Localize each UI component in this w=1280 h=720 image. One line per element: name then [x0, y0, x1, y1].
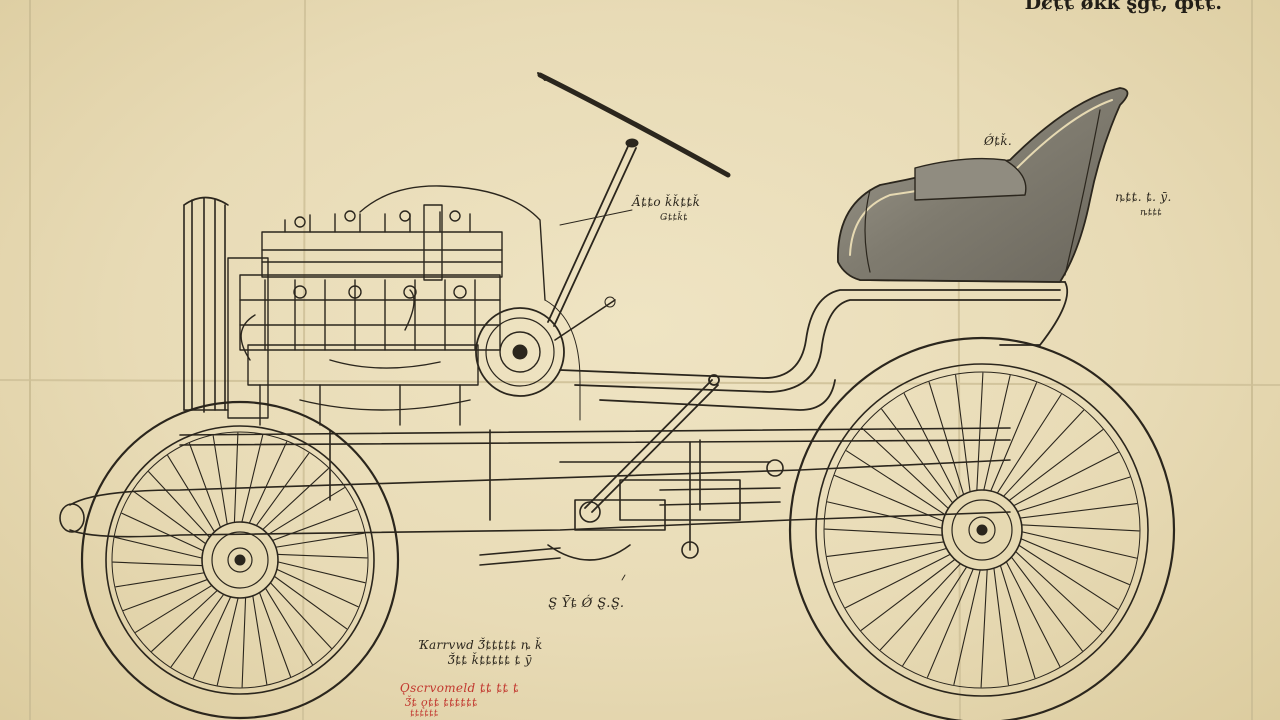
front-wheel-spoke [233, 432, 239, 532]
engine-block [227, 185, 546, 426]
sheet-title: Dȼȶȶ ǿǩǩ ȿgȶ, ȹȶȶ. [1024, 0, 1222, 14]
front-wheel-spoke [148, 471, 216, 544]
rear-wheel-spoke [861, 427, 955, 515]
rear-wheel-spokes [824, 372, 1140, 688]
rear-wheel-spoke [955, 374, 972, 501]
front-wheel-spoke [250, 587, 268, 685]
front-wheel-spoke [135, 580, 220, 633]
rear-wheel [788, 336, 1176, 720]
rear-wheel-spoke [1012, 523, 1140, 532]
rear-wheel-spoke [845, 450, 953, 520]
rear-wheel-spoke [834, 474, 952, 525]
front-wheel-spoke [192, 588, 235, 679]
front-wheel-spoke [132, 490, 213, 550]
rear-wheel-spoke [902, 559, 972, 667]
front-wheel-spoke [256, 468, 329, 536]
front-wheel-spoke [115, 570, 213, 588]
front-wheel-spoke [212, 435, 230, 533]
seat-label: Ǿȶǩ. [984, 134, 1013, 148]
front-wheel-spoke [267, 532, 365, 550]
rear-wheel-spoke [881, 408, 959, 510]
rear-wheel-spoke [1002, 553, 1061, 667]
rear-wheel-spoke [981, 374, 1011, 499]
rear-wheel-spoke [824, 528, 952, 537]
front-wheel-spoke [170, 587, 230, 668]
rear-wheel-spoke [926, 560, 977, 678]
front-wheel-spoke [260, 580, 313, 665]
car-body [559, 279, 1069, 411]
rear-wheel-spoke [997, 557, 1036, 679]
rear-wheel-spoke [992, 559, 1009, 686]
rear-wheel-spoke [1005, 550, 1083, 652]
rear-wheel-spoke [987, 382, 1038, 500]
rear-wheel-spoke [997, 409, 1085, 503]
driver-seat [837, 87, 1129, 283]
rear-wheel-spoke [953, 561, 983, 686]
axle-label: Ȿ Ȳȶ Ǿ Ȿ.Ȿ. [548, 596, 625, 611]
front-wheel-spoke [167, 455, 220, 540]
rear-wheel-spoke [975, 372, 984, 500]
steering-column [547, 141, 720, 513]
front-wheel [80, 400, 400, 720]
steering-sublabel: Ǥȶȶǩȶ [660, 213, 688, 223]
rear-wheel-spoke [833, 545, 955, 584]
seat-figure-label: ȵȶȶ. ȶ. ȳ. [1115, 190, 1172, 204]
rear-wheel-spoke [1009, 476, 1131, 515]
front-wheel-spoke [239, 434, 264, 531]
front-wheel-spoke [250, 452, 310, 533]
rear-wheel-spoke [860, 553, 962, 631]
rear-wheel-spoke [826, 540, 953, 557]
front-wheel-spoke [114, 536, 211, 561]
front-wheel-spoke [216, 589, 241, 686]
chassis-frame [59, 427, 1011, 566]
flywheel [475, 296, 616, 421]
front-wheel-spoke [268, 565, 359, 608]
seat-figure-sublabel: ȵȶȶȶ [1140, 208, 1163, 218]
rear-wheel-spoke [1011, 540, 1119, 610]
rear-wheel-spoke [1012, 535, 1130, 586]
front-wheel-spoke [241, 588, 247, 688]
red-note-line-1: Ǫscrvomeld ȶȶ ȶȶ ȶ [400, 681, 519, 695]
front-wheel-spoke [268, 553, 368, 559]
front-wheel-spoke [269, 559, 366, 584]
rear-wheel-spoke [1009, 545, 1103, 633]
steering-wheel [537, 72, 731, 178]
rear-wheel-spoke [928, 381, 967, 503]
front-wheel-spoke [267, 570, 348, 630]
rear-wheel-spoke [879, 557, 967, 651]
rear-wheel-spoke [1005, 451, 1119, 510]
front-wheel-spoke [264, 576, 332, 649]
steering-label: Ȃȶȶo ǩǩȶȶǩ [632, 195, 701, 209]
red-note-line-2: Ǯȶ ǫȶȶ ȶȶȶȶȶȶ [405, 696, 478, 709]
front-wheel-spoke [245, 441, 288, 532]
note-line-2: Ǯȶȶ ǩȶȶȶȶȶ ȶ ȳ [448, 653, 532, 667]
rear-wheel-spoke [1013, 529, 1138, 559]
front-wheel-spoke [122, 576, 216, 612]
note-line-1: Ҡarrvwd Ǯȶȶȶȶȶ ȵ ǩ [418, 638, 543, 652]
rear-wheel-spoke [1011, 503, 1138, 520]
front-wheel-spoke [121, 512, 212, 555]
front-wheel-spoke [112, 561, 212, 567]
rear-wheel-spoke [980, 560, 989, 688]
front-wheel-spoke [264, 508, 358, 544]
rear-wheel-spoke [845, 550, 959, 609]
red-note-line-3: ȶȶȶȶȶȶ [410, 709, 439, 719]
front-wheel-spoke [256, 584, 292, 678]
leader-lines [559, 209, 633, 581]
rear-wheel-spoke [903, 393, 962, 507]
front-wheel-spoke [151, 584, 224, 652]
rear-wheel-spoke [1002, 429, 1104, 507]
radiator-column [183, 196, 229, 413]
rear-wheel-spoke [992, 393, 1062, 501]
